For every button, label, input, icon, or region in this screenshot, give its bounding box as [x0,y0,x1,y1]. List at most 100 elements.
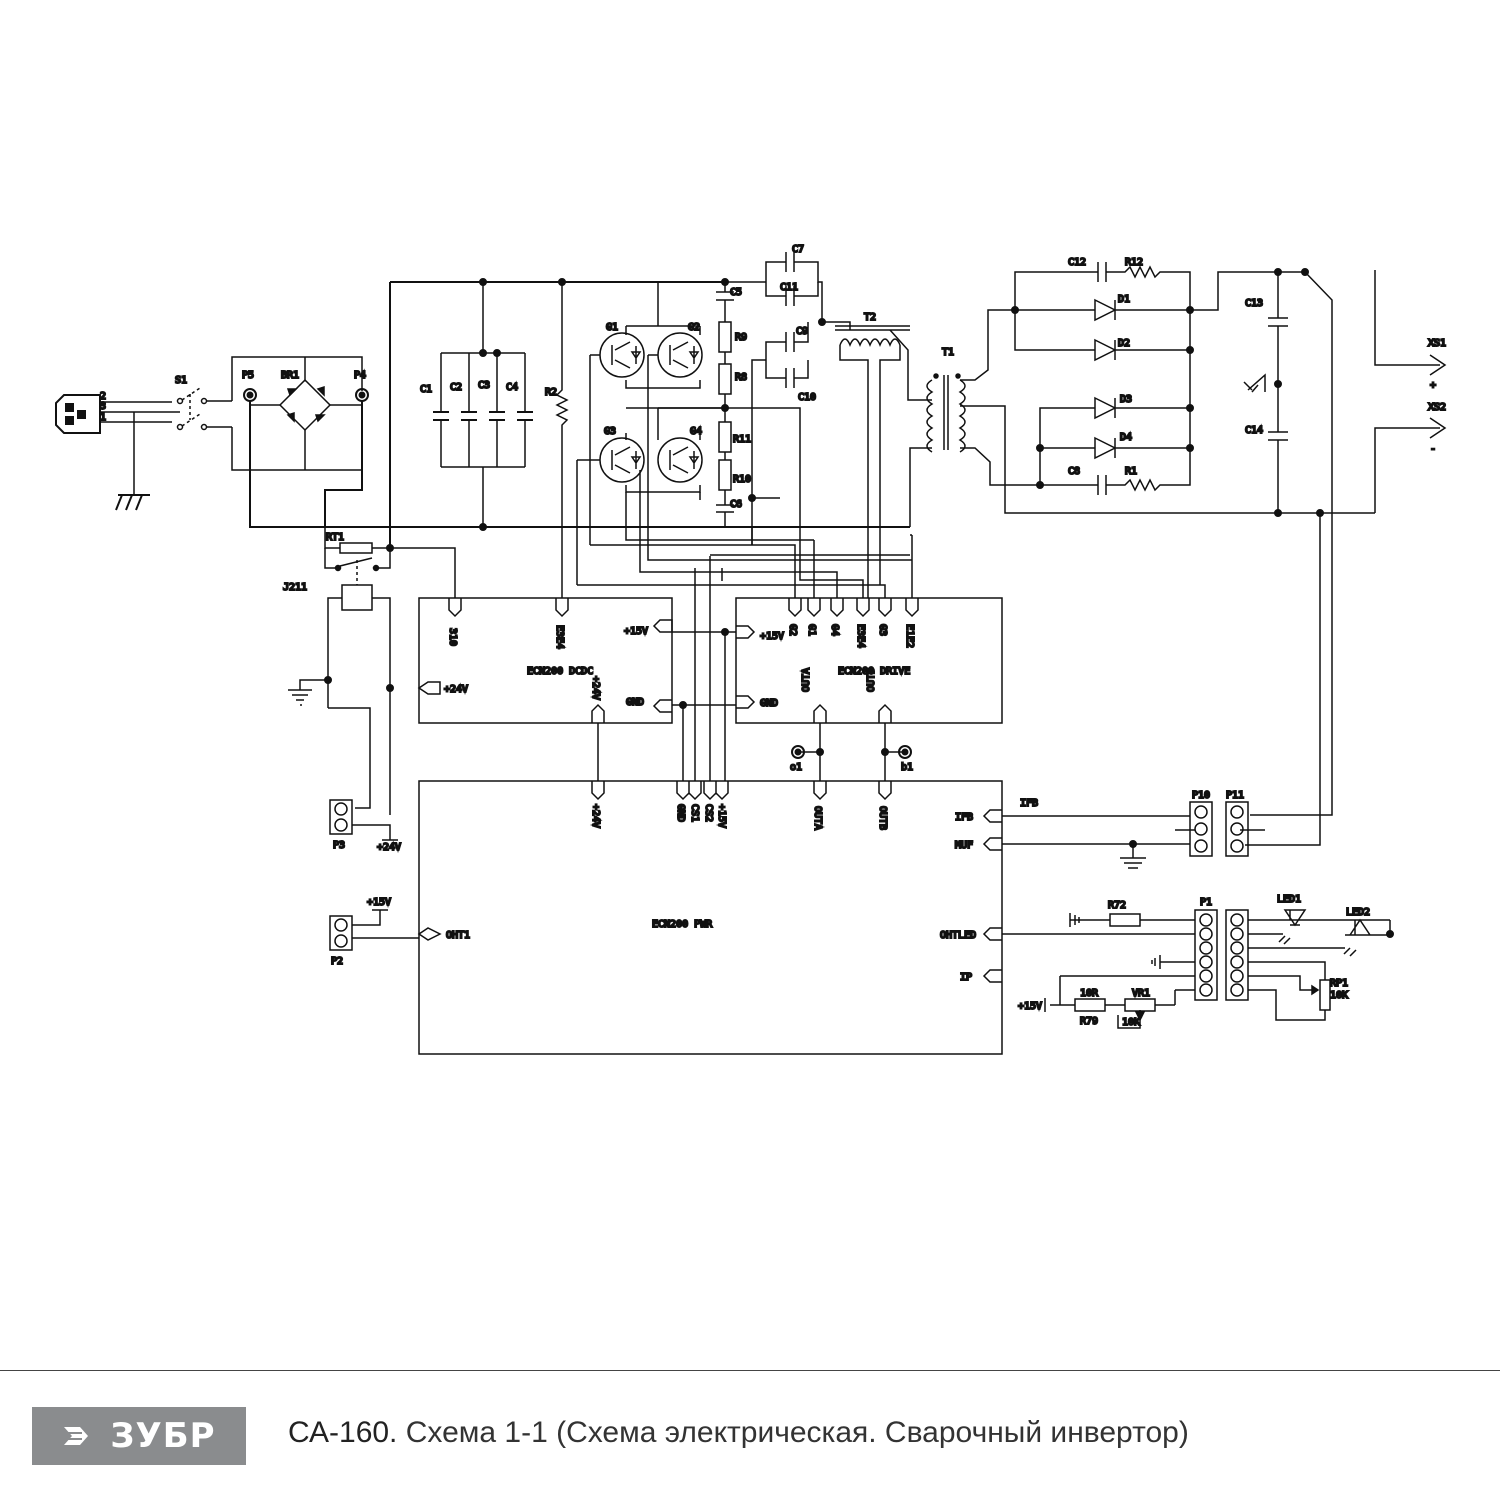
dc-bus-positive [249,281,910,548]
schematic-diagram: 2 3 1 S1 BR1 P5 P4 C1 C2 C3 C4 R2 [55,243,1447,1055]
label-r1: R1 [1125,466,1137,477]
pwr-pin-ip: IP [960,972,972,983]
pin-label: 2 [100,391,106,402]
gate-wiring [577,355,913,598]
label-c12: C12 [1068,257,1086,268]
pwr-pin-24v: +24V [590,804,601,828]
pwr-pin-oht1: OHT1 [446,930,470,941]
label-led1: LED1 [1277,894,1301,905]
label-r10: R10 [733,474,751,485]
label-rt1: RT1 [326,532,344,543]
label-xs1: XS1 [1428,338,1446,349]
mains-wires [100,401,180,495]
label-r79: R79 [1080,1016,1098,1027]
drive-pins [736,598,919,723]
label-c1: C1 [420,384,432,395]
label-ifb-line: IFB [1020,798,1038,809]
drive-pin-g4: G4 [829,624,840,636]
label-vr1-value: 10K [1122,1017,1140,1028]
label-o1: o1 [790,762,802,773]
label-d1: D1 [1118,294,1130,305]
label-c2: C2 [450,382,462,393]
label-p1: P1 [1200,897,1212,908]
label-c6: C6 [730,499,742,510]
label-t2: T2 [864,312,876,323]
thermistor-rt1-relay [288,527,456,815]
drive-pin-gnd: GND [760,698,778,709]
label-b1: b1 [901,762,913,773]
pin-label: 3 [100,401,106,412]
ground-symbol-mains [115,494,150,511]
capacitor-bank [433,411,533,421]
connector-p3 [329,799,398,841]
pwr-pin-15v: +15V [716,804,727,828]
connector-p1 [1002,909,1249,1029]
drive-pin-outa: OUTA [801,668,812,692]
pwr-pin-cs2: CS2 [703,804,714,822]
pwr-pin-ohtled: OHTLED [940,930,976,941]
pwr-pins [417,781,1002,983]
label-g1: G1 [606,322,618,333]
page-caption: СА-160. Схема 1-1 (Схема электрическая. … [288,1416,1189,1450]
label-p2-voltage: +15V [367,897,391,908]
dcdc-pin-15v: +15V [624,626,648,637]
label-plus: + [1430,380,1436,391]
label-c9: C9 [796,326,808,337]
label-minus: - [1430,444,1436,455]
label-p2: P2 [331,956,343,967]
label-c8: C8 [1068,466,1080,477]
block-dcdc-title: ECN200 DCDC [527,666,593,677]
label-xs2: XS2 [1428,402,1446,413]
switch-s1 [176,387,232,431]
drive-pin-g2: G2 [787,624,798,636]
terminal-p5 [243,388,257,402]
block-pwr-title: ECN200 PWR [652,919,713,930]
brand-name: ЗУБР [110,1416,216,1456]
label-c14: C14 [1245,425,1263,436]
pwr-pin-gnd: GND [675,804,686,822]
label-c11: C11 [780,282,798,293]
feedback-wiring [1002,801,1265,869]
label-t1: T1 [942,347,954,358]
label-c7: C7 [792,244,804,255]
block-dcdc [418,597,673,724]
pwr-pin-outb: OUTB [877,806,888,830]
label-led2: LED2 [1346,907,1370,918]
dcdc-pin-310: 310 [447,628,458,646]
label-g4: G4 [690,426,702,437]
transformer-t2 [835,325,932,572]
label-g3: G3 [604,426,616,437]
label-r12: R12 [1125,257,1143,268]
dcdc-pins [417,598,673,723]
pin-label: 1 [100,412,106,423]
drive-pin-g1: G1 [806,624,817,636]
pwr-pin-outa: OUTA [812,806,823,830]
dcdc-pin-24v-out: +24V [590,676,601,700]
resonant-capacitors [725,252,851,545]
label-p4: P4 [354,370,366,381]
label-j211: J211 [283,582,307,593]
label-c4: C4 [506,382,518,393]
drive-pin-e3e4: E3E4 [855,624,866,648]
label-p10: P10 [1192,790,1210,801]
label-c5: C5 [730,287,742,298]
label-d4: D4 [1120,432,1132,443]
drive-pin-g3: G3 [877,624,888,636]
pwr-pin-ifb: IFB [955,812,973,823]
label-s1: S1 [175,375,187,386]
label-r9: R9 [735,332,747,343]
resistor-r2 [555,282,569,598]
label-p11: P11 [1226,790,1244,801]
label-r11: R11 [733,434,751,445]
label-r72: R72 [1108,900,1126,911]
label-r8: R8 [735,372,747,383]
label-p3: P3 [333,840,345,851]
brand-arrows-icon [64,1427,89,1445]
label-p3-voltage: +24V [377,842,401,853]
caption-text: Схема 1-1 (Схема электрическая. Сварочны… [397,1416,1189,1449]
bridge-rectifier-br1 [250,357,362,470]
drive-pin-15v: +15V [760,631,784,642]
panel-leds [1248,909,1391,1021]
test-point-o1 [791,745,805,759]
label-c10: C10 [798,392,816,403]
